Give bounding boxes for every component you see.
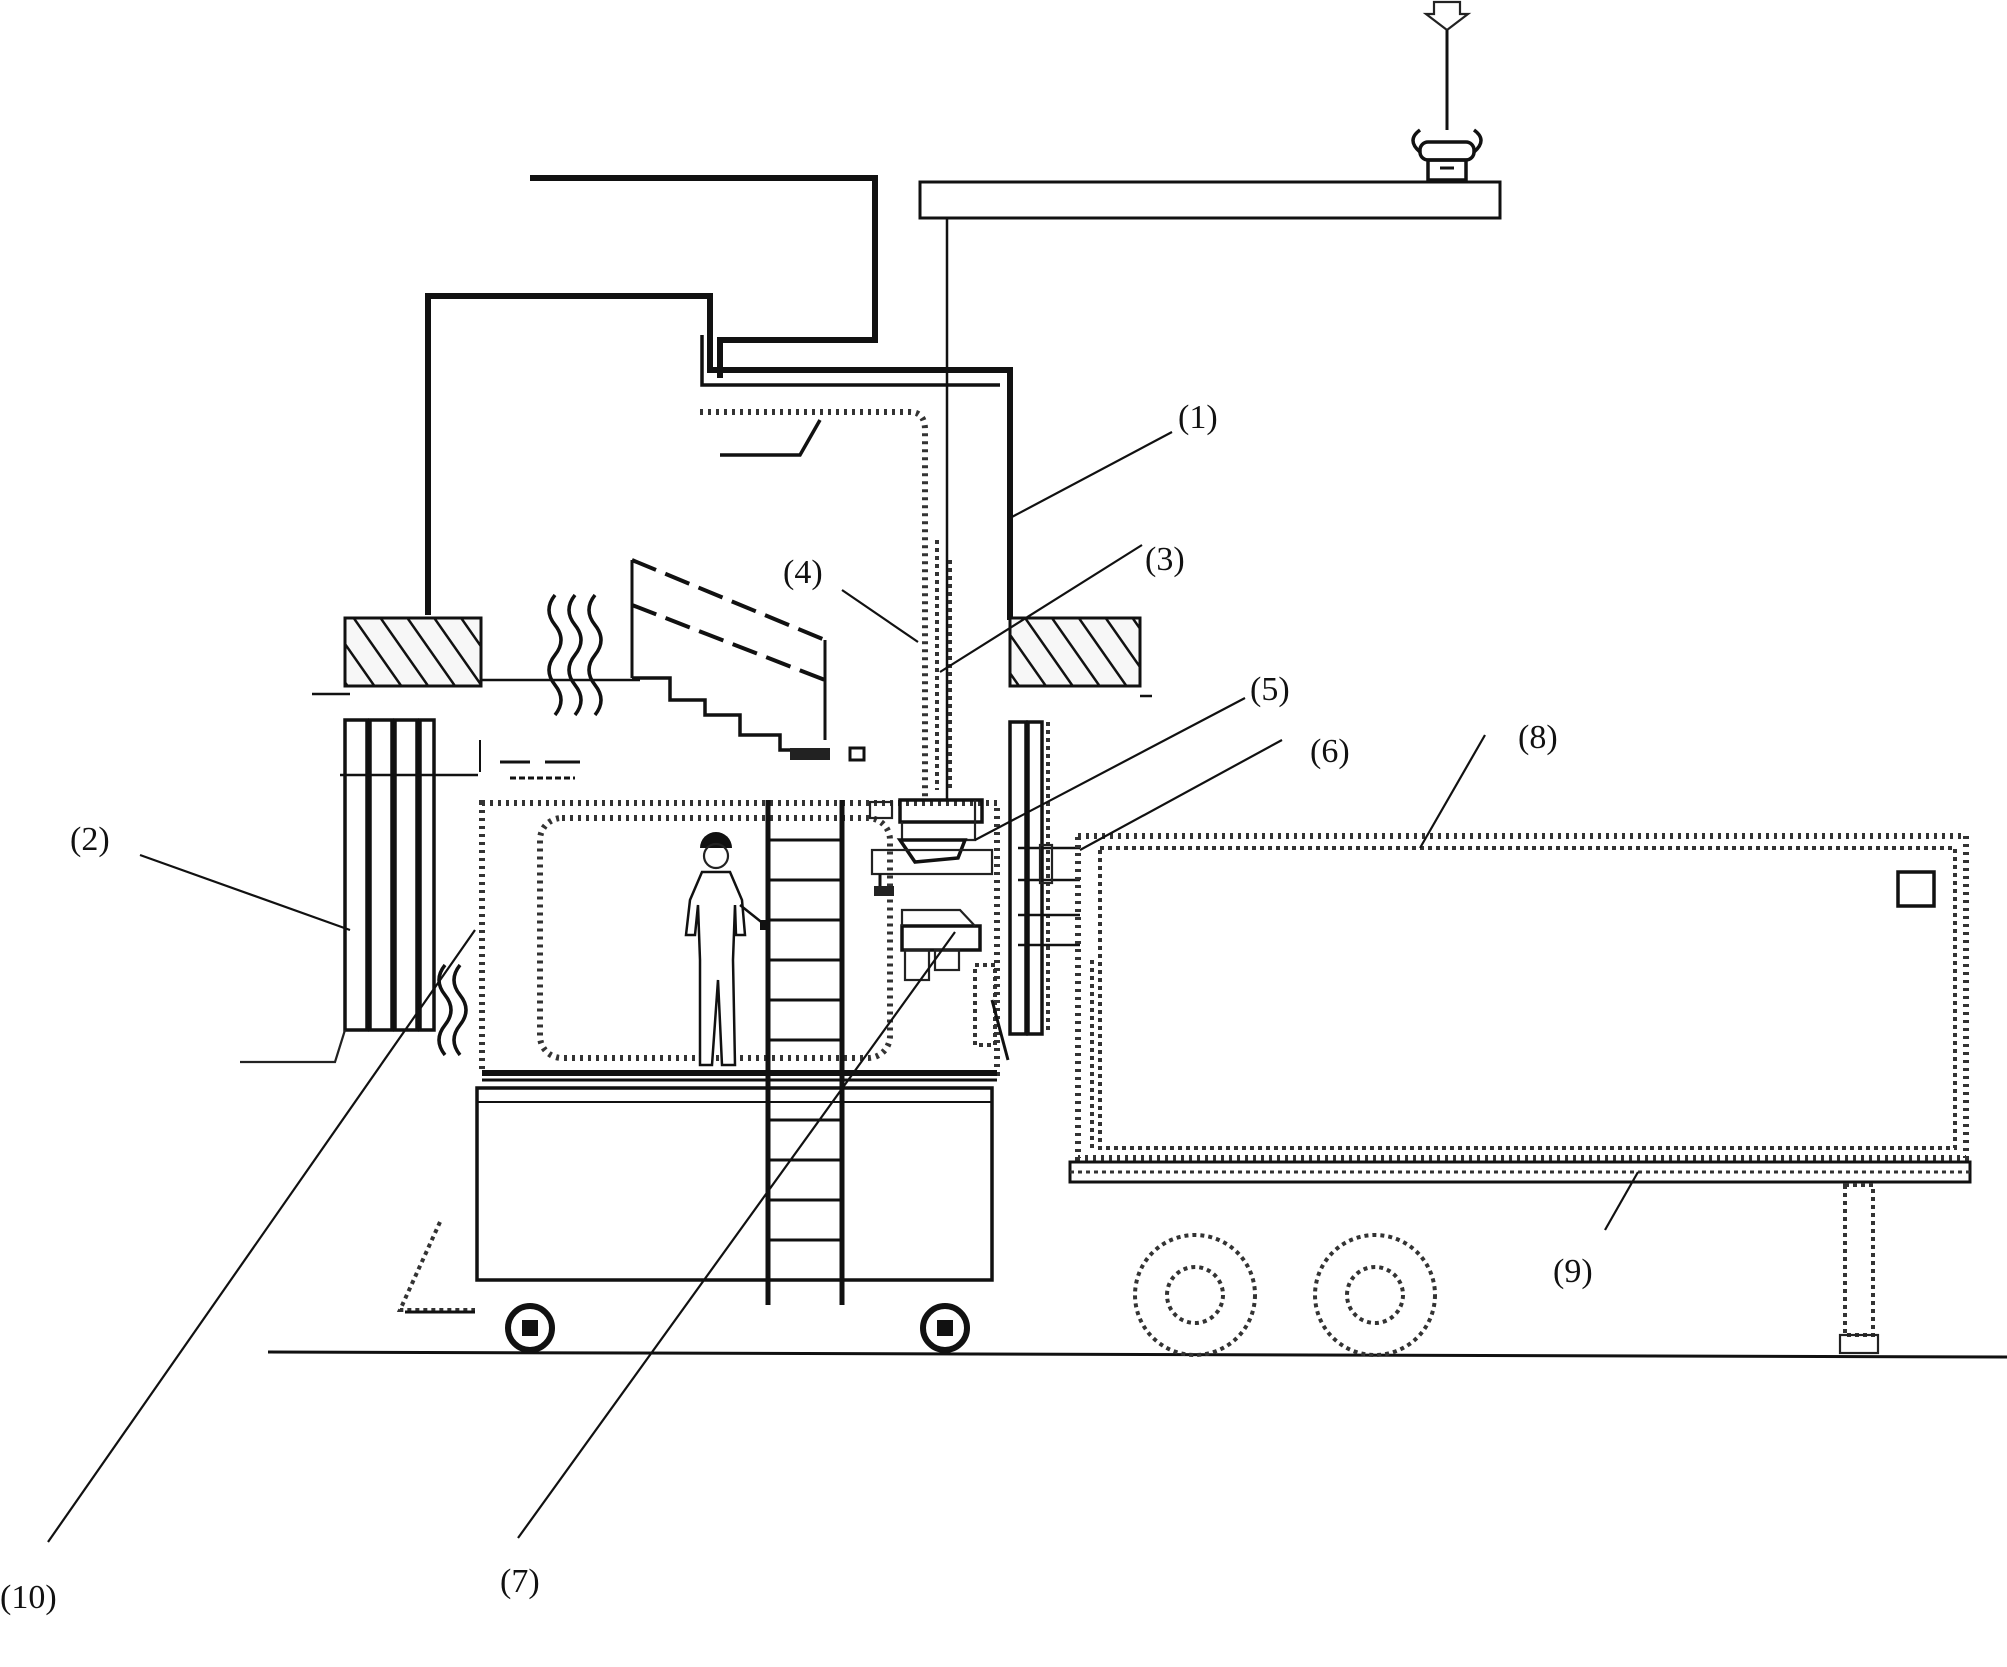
label-10: (10) bbox=[0, 1579, 57, 1616]
cabin-wheel-right bbox=[923, 1306, 967, 1350]
trailer-support-leg bbox=[1840, 1185, 1878, 1353]
wall-cladding bbox=[240, 720, 434, 1062]
label-6: (6) bbox=[1310, 733, 1350, 770]
staircase bbox=[632, 560, 864, 760]
support-bracket bbox=[400, 1222, 475, 1310]
trailer-wheel-rear bbox=[1315, 1235, 1435, 1355]
label-7: (7) bbox=[500, 1563, 540, 1600]
crane-hook bbox=[1413, 2, 1481, 180]
lift-cabin bbox=[482, 803, 997, 1080]
upper-chute bbox=[700, 412, 925, 800]
right-cladding bbox=[1010, 722, 1048, 1034]
floor-slab-right bbox=[1010, 618, 1140, 686]
label-2: (2) bbox=[70, 821, 110, 858]
cabin-wheel-left bbox=[508, 1306, 552, 1350]
label-1: (1) bbox=[1178, 399, 1218, 436]
label-4: (4) bbox=[783, 554, 823, 591]
label-3: (3) bbox=[1145, 541, 1185, 578]
trailer-container bbox=[1078, 836, 1966, 1158]
cabin-frame bbox=[477, 1088, 992, 1280]
trailer-wheel-front bbox=[1135, 1235, 1255, 1355]
crane-boom bbox=[920, 182, 1500, 218]
label-8: (8) bbox=[1518, 719, 1558, 756]
ladder bbox=[768, 800, 842, 1305]
worker-figure bbox=[686, 832, 768, 1065]
floor-slab-left bbox=[345, 618, 481, 686]
label-9: (9) bbox=[1553, 1253, 1593, 1290]
label-5: (5) bbox=[1250, 671, 1290, 708]
trailer-chassis bbox=[1070, 1162, 1970, 1182]
